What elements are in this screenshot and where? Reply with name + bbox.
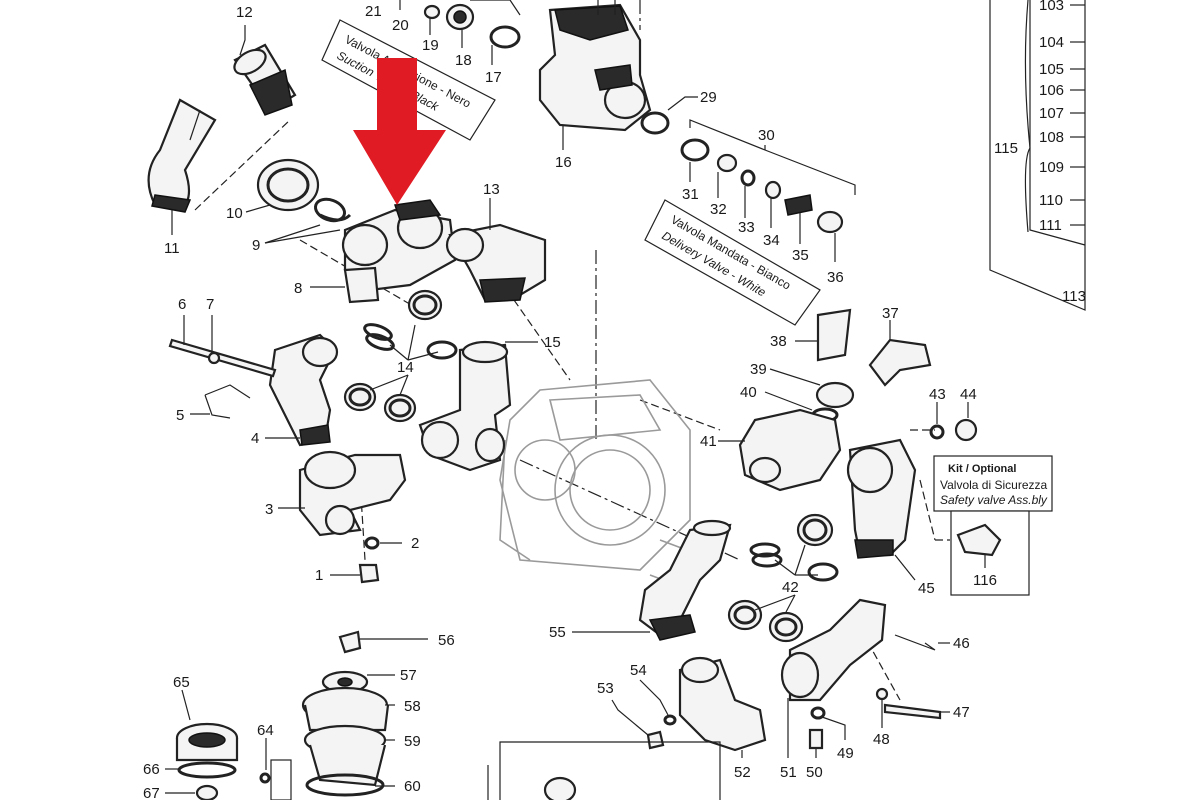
- label-6: 6: [178, 296, 186, 313]
- label-53: 53: [597, 680, 614, 697]
- label-55: 55: [549, 624, 566, 641]
- part-29-seal: [640, 96, 698, 135]
- kit-line2: Safety valve Ass.bly: [940, 493, 1048, 507]
- label-116: 116: [973, 572, 997, 589]
- label-16: 16: [555, 154, 572, 171]
- label-48: 48: [873, 731, 890, 748]
- label-56: 56: [438, 632, 455, 649]
- label-4: 4: [251, 430, 259, 447]
- label-104: 104: [1039, 34, 1064, 51]
- label-49: 49: [837, 745, 854, 762]
- label-1: 1: [315, 567, 323, 584]
- label-11: 11: [164, 240, 180, 257]
- label-41: 41: [700, 433, 717, 450]
- label-42: 42: [782, 579, 799, 596]
- label-58: 58: [404, 698, 421, 715]
- label-106: 106: [1039, 82, 1064, 99]
- label-51: 51: [780, 764, 797, 781]
- label-18: 18: [455, 52, 472, 69]
- part-14-seal-rings: [343, 289, 458, 423]
- label-66: 66: [143, 761, 160, 778]
- kit-optional-box: Kit / Optional Valvola di Sicurezza Safe…: [933, 455, 1053, 596]
- parts-list-bracket: [989, 0, 1086, 311]
- label-3: 3: [265, 501, 273, 518]
- label-60: 60: [404, 778, 421, 795]
- part-13-delivery-fitting: [445, 198, 547, 303]
- label-39: 39: [750, 361, 767, 378]
- label-14: 14: [397, 359, 414, 376]
- label-67: 67: [143, 785, 160, 800]
- label-64: 64: [257, 722, 274, 739]
- label-10: 10: [226, 205, 243, 222]
- part-12-hose-barb: [233, 25, 297, 116]
- label-50: 50: [806, 764, 823, 781]
- bottom-center-frame: [487, 741, 721, 800]
- label-37: 37: [882, 305, 899, 322]
- label-40: 40: [740, 384, 757, 401]
- parts-30-36-delivery-valve: [680, 119, 856, 262]
- pump-body-outline: [499, 379, 701, 592]
- parts-17-21-top: [399, 0, 521, 65]
- parts-1-7-left: [168, 315, 407, 584]
- part-10-ring-nut: [245, 158, 320, 213]
- label-65: 65: [173, 674, 190, 691]
- label-110: 110: [1039, 192, 1063, 209]
- label-34: 34: [763, 232, 780, 249]
- label-54: 54: [630, 662, 647, 679]
- label-31: 31: [682, 186, 699, 203]
- label-8: 8: [294, 280, 302, 297]
- label-20: 20: [392, 17, 409, 34]
- label-12: 12: [236, 4, 253, 21]
- label-109: 109: [1039, 159, 1064, 176]
- part-8-suction-manifold: [310, 199, 457, 304]
- parts-43-44: [929, 402, 978, 442]
- label-46: 46: [953, 635, 970, 652]
- label-9: 9: [252, 237, 260, 254]
- red-arrow-indicator: [353, 58, 446, 205]
- part-45-manifold: [846, 438, 917, 581]
- label-7: 7: [206, 296, 214, 313]
- parts-37-41: [718, 308, 932, 492]
- part-9-clips: [264, 197, 352, 244]
- label-17: 17: [485, 69, 502, 86]
- label-47: 47: [953, 704, 970, 721]
- parts-46-52: [678, 598, 950, 758]
- label-13: 13: [483, 181, 500, 198]
- label-105: 105: [1039, 61, 1064, 78]
- label-59: 59: [404, 733, 421, 750]
- label-108: 108: [1039, 129, 1064, 146]
- label-115: 115: [994, 140, 1018, 157]
- label-44: 44: [960, 386, 977, 403]
- parts-56-67-bottom: [165, 630, 428, 800]
- part-16-valve-head: [538, 0, 652, 150]
- kit-title: Kit / Optional: [948, 463, 1016, 475]
- label-30: 30: [758, 127, 775, 144]
- parts-42-55: [572, 513, 839, 643]
- label-5: 5: [176, 407, 184, 424]
- part-number-labels: 12 11 10 9 8 13 14 15 16 17 18 19 20 21 …: [143, 0, 1086, 800]
- label-19: 19: [422, 37, 439, 54]
- label-32: 32: [710, 201, 727, 218]
- label-113: 113: [1062, 288, 1086, 305]
- label-103: 103: [1039, 0, 1064, 14]
- parts-53-54: [611, 679, 677, 750]
- label-33: 33: [738, 219, 755, 236]
- kit-line1: Valvola di Sicurezza: [940, 478, 1047, 492]
- label-36: 36: [827, 269, 844, 286]
- part-15-manifold-fitting: [418, 340, 538, 472]
- label-35: 35: [792, 247, 809, 264]
- label-111: 111: [1039, 217, 1062, 234]
- label-57: 57: [400, 667, 417, 684]
- part-11-elbow-hose: [147, 98, 217, 235]
- label-45: 45: [918, 580, 935, 597]
- label-43: 43: [929, 386, 946, 403]
- label-29: 29: [700, 89, 717, 106]
- label-38: 38: [770, 333, 787, 350]
- label-2: 2: [411, 535, 419, 552]
- label-52: 52: [734, 764, 751, 781]
- label-15: 15: [544, 334, 561, 351]
- label-107: 107: [1039, 105, 1064, 122]
- label-21: 21: [365, 3, 382, 20]
